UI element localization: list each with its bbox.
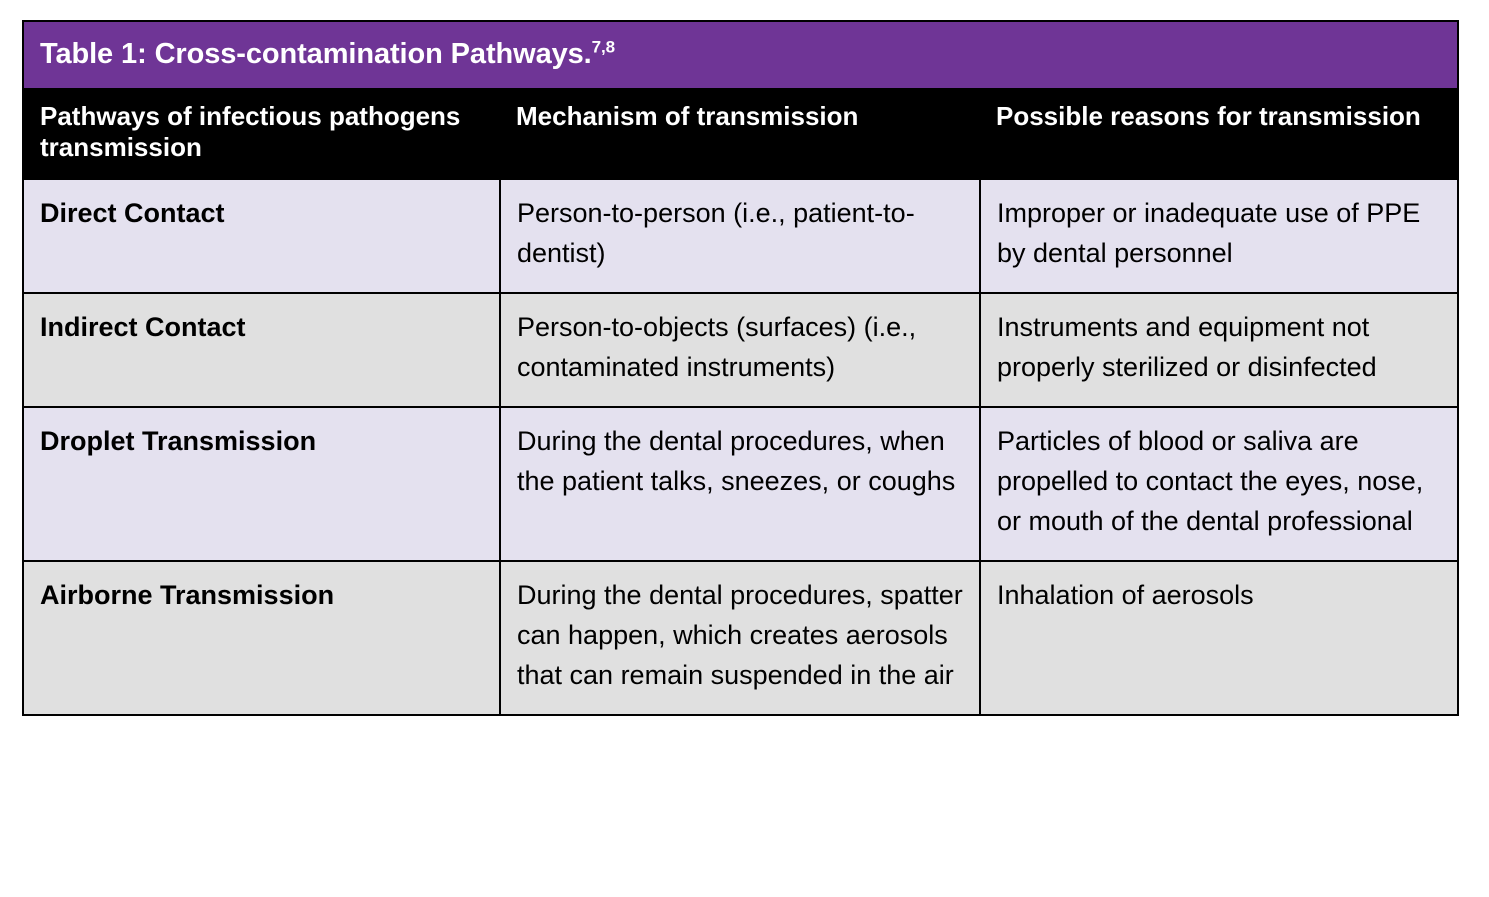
cell-pathway: Airborne Transmission — [24, 560, 501, 714]
table-title-text: Table 1: Cross-contamination Pathways. — [40, 38, 592, 71]
header-row: Pathways of infectious pathogens transmi… — [24, 88, 1457, 180]
table-row: Droplet Transmission During the dental p… — [24, 406, 1457, 562]
cell-reason: Inhalation of aerosols — [980, 560, 1457, 714]
column-header-mechanism: Mechanism of transmission — [500, 88, 980, 180]
table-row: Direct Contact Person-to-person (i.e., p… — [24, 178, 1457, 294]
table-body: Direct Contact Person-to-person (i.e., p… — [24, 178, 1457, 714]
data-table: Pathways of infectious pathogens transmi… — [24, 88, 1457, 714]
cell-mechanism: Person-to-person (i.e., patient-to-denti… — [500, 178, 981, 294]
cell-mechanism: Person-to-objects (surfaces) (i.e., cont… — [500, 292, 981, 408]
table-title-bar: Table 1: Cross-contamination Pathways.7,… — [24, 22, 1457, 88]
table-title: Table 1: Cross-contamination Pathways.7,… — [40, 37, 615, 71]
cross-contamination-table: Table 1: Cross-contamination Pathways.7,… — [22, 20, 1459, 716]
cell-pathway: Droplet Transmission — [24, 406, 501, 562]
cell-reason: Particles of blood or saliva are propell… — [980, 406, 1457, 562]
column-header-reasons: Possible reasons for transmission — [980, 88, 1457, 180]
table-row: Airborne Transmission During the dental … — [24, 560, 1457, 714]
cell-mechanism: During the dental procedures, spatter ca… — [500, 560, 981, 714]
cell-reason: Improper or inadequate use of PPE by den… — [980, 178, 1457, 294]
cell-reason: Instruments and equipment not properly s… — [980, 292, 1457, 408]
table-title-superscript: 7,8 — [591, 37, 615, 57]
cell-pathway: Direct Contact — [24, 178, 501, 294]
cell-pathway: Indirect Contact — [24, 292, 501, 408]
column-header-pathways: Pathways of infectious pathogens transmi… — [24, 88, 500, 180]
cell-mechanism: During the dental procedures, when the p… — [500, 406, 981, 562]
table-header: Pathways of infectious pathogens transmi… — [24, 88, 1457, 180]
table-row: Indirect Contact Person-to-objects (surf… — [24, 292, 1457, 408]
